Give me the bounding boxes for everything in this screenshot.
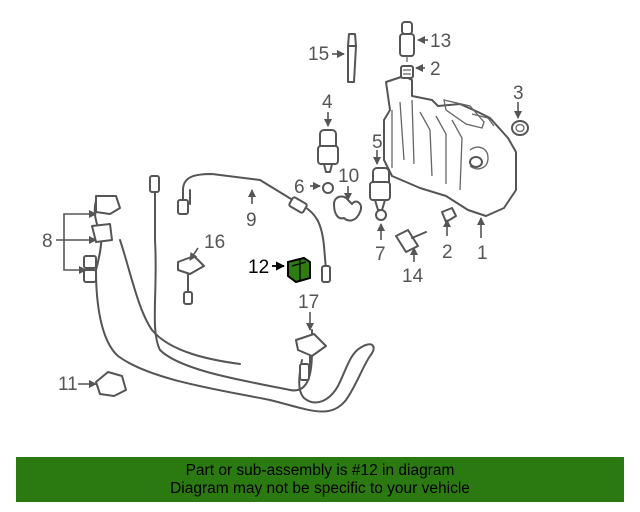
hose-clip xyxy=(95,371,127,397)
pump-grommet-lower xyxy=(375,209,387,221)
washer-pump-upper xyxy=(317,129,339,173)
long-washer-hose xyxy=(83,175,375,413)
banner-line-2: Diagram may not be specific to your vehi… xyxy=(170,480,470,497)
grommet xyxy=(511,120,529,136)
callout-1: 1 xyxy=(477,243,488,264)
reservoir-cap xyxy=(400,65,414,79)
pump-grommet xyxy=(322,182,334,194)
callout-10: 10 xyxy=(338,166,359,187)
callout-11: 11 xyxy=(58,374,78,395)
callout-5: 5 xyxy=(372,132,383,153)
parts-diagram: 1 2 2 3 4 5 6 7 8 9 10 11 12 13 14 15 16… xyxy=(42,21,529,413)
callout-6: 6 xyxy=(294,177,305,198)
washer-hose xyxy=(177,173,331,283)
washer-reservoir xyxy=(383,75,517,217)
washer-pump-lower xyxy=(369,167,391,211)
hose-connector xyxy=(441,207,457,223)
banner-line-1: Part or sub-assembly is #12 in diagram xyxy=(185,462,455,479)
callout-16: 16 xyxy=(204,232,225,253)
callout-15: 15 xyxy=(308,44,329,65)
callout-labels: 1 2 2 3 4 5 6 7 8 9 10 11 12 13 14 15 16… xyxy=(42,31,524,395)
washer-nozzle-right xyxy=(295,333,327,369)
callout-8: 8 xyxy=(42,231,53,252)
callout-4: 4 xyxy=(322,92,333,113)
filler-tube xyxy=(347,33,357,83)
info-banner: Part or sub-assembly is #12 in diagram D… xyxy=(16,457,624,502)
callout-12[interactable]: 12 xyxy=(248,257,269,278)
callout-9: 9 xyxy=(246,210,257,231)
leader-lines xyxy=(56,36,522,388)
level-sender xyxy=(399,21,415,62)
callout-14: 14 xyxy=(402,266,424,287)
callout-17: 17 xyxy=(298,292,319,313)
callout-2-connector: 2 xyxy=(442,242,453,263)
callout-7: 7 xyxy=(375,244,386,265)
callout-3: 3 xyxy=(513,83,524,104)
callout-2-cap: 2 xyxy=(430,59,441,80)
washer-nozzle-left xyxy=(177,255,205,305)
highlighted-part-12[interactable] xyxy=(287,256,311,284)
callout-13: 13 xyxy=(430,31,451,52)
pump-bracket xyxy=(333,195,362,222)
level-sensor xyxy=(395,229,427,253)
